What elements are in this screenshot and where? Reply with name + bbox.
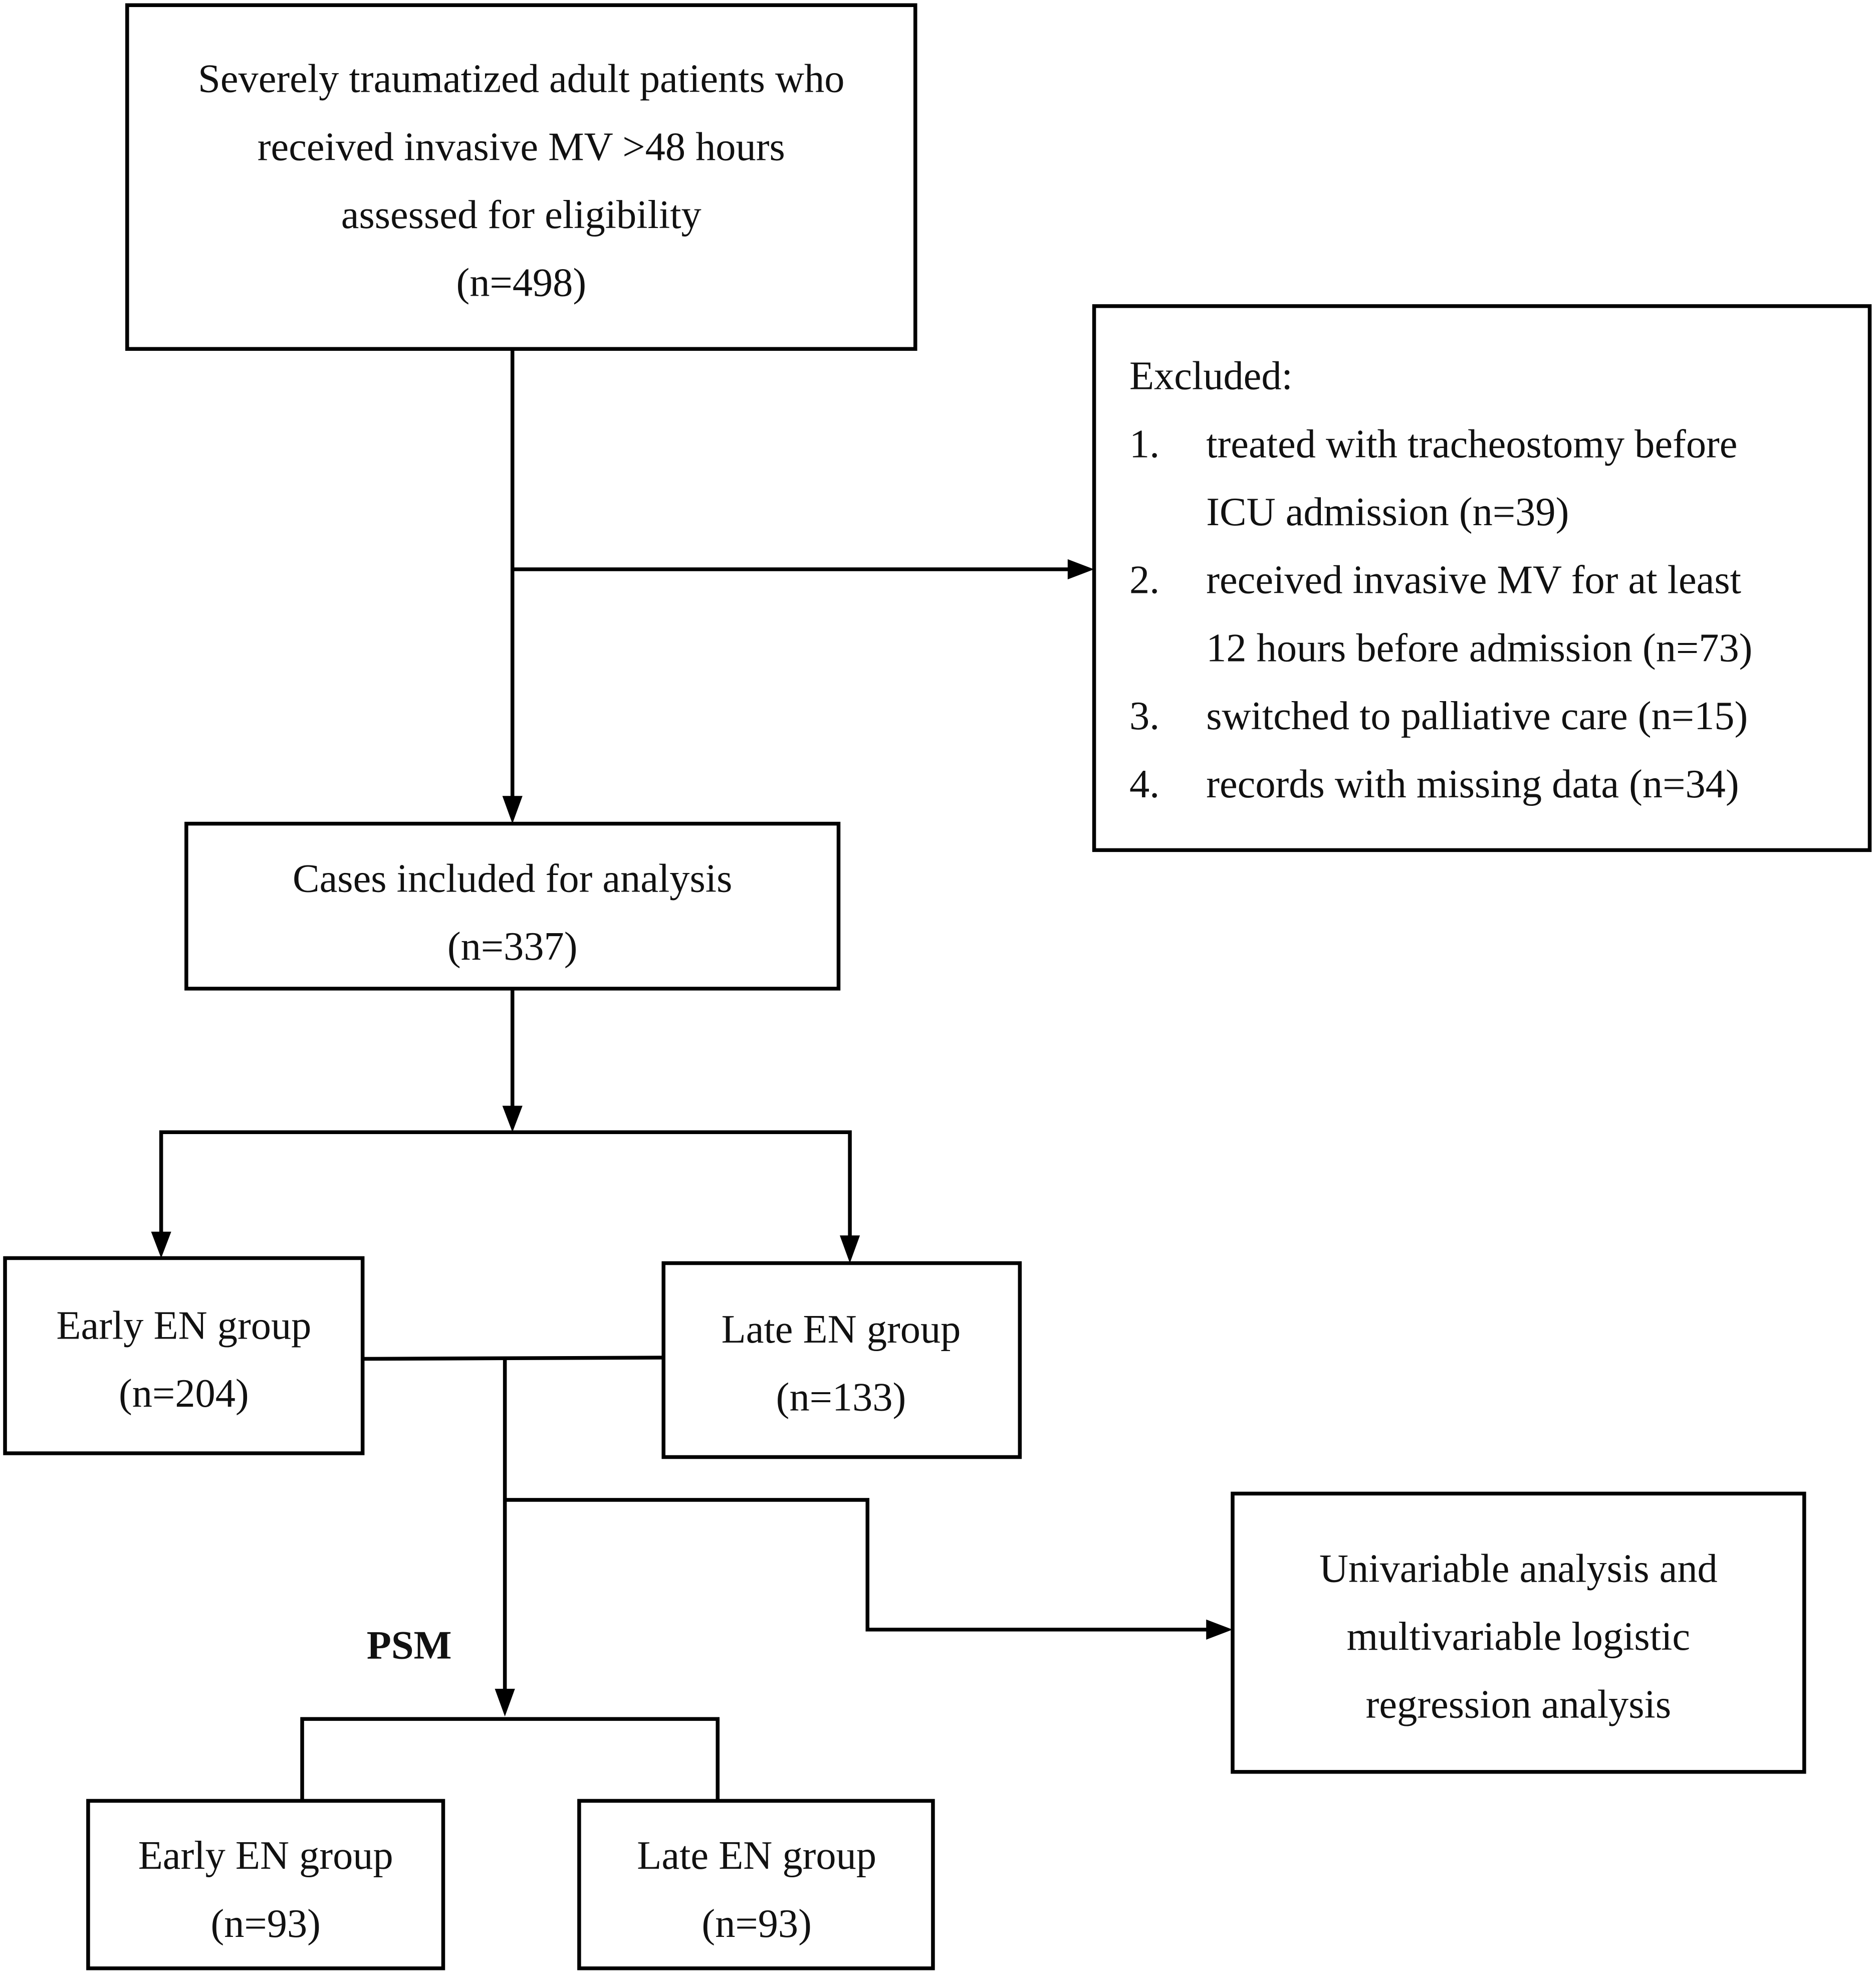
- excluded-box: Excluded: 1. treated with tracheostomy b…: [1092, 304, 1872, 852]
- screening-line: assessed for eligibility: [341, 192, 701, 237]
- analysis-line: Univariable analysis and: [1319, 1546, 1718, 1591]
- arrowhead-icon: [502, 1106, 523, 1133]
- early-en-label: Early EN group: [56, 1303, 311, 1348]
- late-en-psm-label: Late EN group: [637, 1833, 876, 1878]
- connector-to-analysis: [505, 1498, 1233, 1640]
- arrowhead-icon: [1206, 1619, 1233, 1640]
- arrowhead-icon: [1067, 559, 1094, 580]
- excluded-item-number: 1.: [1129, 421, 1159, 466]
- analysis-line: regression analysis: [1366, 1682, 1671, 1727]
- arrowhead-icon: [840, 1235, 860, 1263]
- late-en-psm-count: (n=93): [701, 1901, 811, 1946]
- connector-groups-to-psm: [300, 1356, 720, 1801]
- early-en-psm-count: (n=93): [210, 1901, 320, 1946]
- early-en-box: Early EN group (n=204): [3, 1256, 365, 1455]
- late-en-count: (n=133): [776, 1375, 906, 1420]
- excluded-item-text: switched to palliative care (n=15): [1206, 694, 1748, 738]
- late-en-psm-box: Late EN group (n=93): [577, 1799, 935, 1970]
- screening-line: received invasive MV >48 hours: [258, 124, 785, 169]
- late-en-label: Late EN group: [722, 1307, 961, 1352]
- included-box: Cases included for analysis (n=337): [184, 821, 841, 991]
- screening-line: Severely traumatized adult patients who: [198, 57, 844, 101]
- arrowhead-icon: [151, 1231, 171, 1258]
- early-en-count: (n=204): [119, 1371, 249, 1416]
- analysis-line: multivariable logistic: [1347, 1614, 1690, 1659]
- arrowhead-icon: [502, 796, 523, 824]
- screening-box: Severely traumatized adult patients who …: [125, 3, 917, 351]
- excluded-item-text: ICU admission (n=39): [1206, 490, 1569, 534]
- late-en-box: Late EN group (n=133): [661, 1261, 1022, 1459]
- included-count: (n=337): [447, 924, 578, 969]
- screening-count: (n=498): [456, 261, 586, 305]
- excluded-title: Excluded:: [1129, 354, 1293, 398]
- early-en-psm-label: Early EN group: [138, 1833, 393, 1878]
- early-en-psm-box: Early EN group (n=93): [86, 1799, 445, 1970]
- excluded-item-number: 3.: [1129, 694, 1159, 738]
- excluded-item-text: received invasive MV for at least: [1206, 558, 1741, 602]
- connector-screening-to-included: [502, 349, 523, 824]
- excluded-item-text: 12 hours before admission (n=73): [1206, 625, 1752, 670]
- connector-included-to-split: [151, 988, 860, 1263]
- connector-to-excluded: [512, 559, 1094, 580]
- excluded-item-text: treated with tracheostomy before: [1206, 421, 1737, 466]
- excluded-item-number: 4.: [1129, 762, 1159, 806]
- included-label: Cases included for analysis: [293, 856, 732, 901]
- psm-label: PSM: [367, 1623, 452, 1668]
- excluded-item-text: records with missing data (n=34): [1206, 762, 1739, 806]
- arrowhead-icon: [495, 1688, 515, 1717]
- excluded-item-number: 2.: [1129, 558, 1159, 602]
- analysis-box: Univariable analysis and multivariable l…: [1231, 1491, 1806, 1774]
